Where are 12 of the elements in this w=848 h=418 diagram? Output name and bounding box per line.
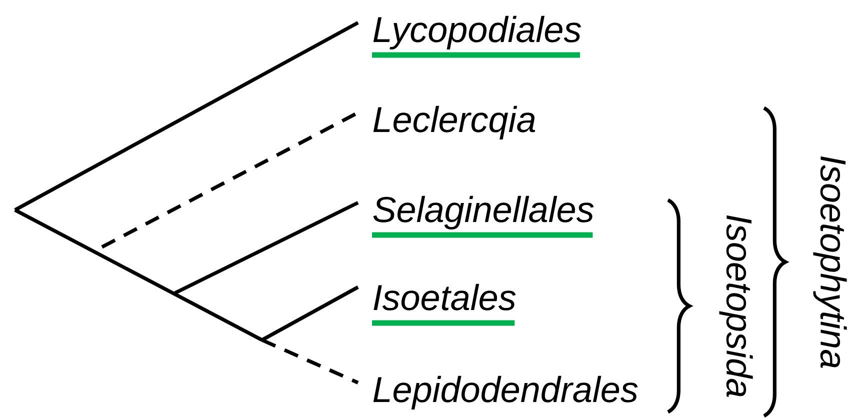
branch-line	[261, 286, 359, 342]
branch-line	[261, 338, 359, 384]
branch-line	[14, 21, 359, 212]
taxon-label: Lepidodendrales	[373, 376, 638, 410]
branch-line	[101, 111, 359, 249]
clade-label: Isoetopsida	[719, 215, 753, 397]
taxon-label: Lycopodiales	[373, 16, 581, 50]
branch-line	[174, 201, 359, 295]
taxon-label: Selaginellales	[373, 196, 594, 230]
taxon-label: Leclercqia	[373, 106, 536, 140]
clade-label: Isoetophytina	[813, 156, 847, 368]
taxon-label: Isoetales	[374, 284, 516, 310]
